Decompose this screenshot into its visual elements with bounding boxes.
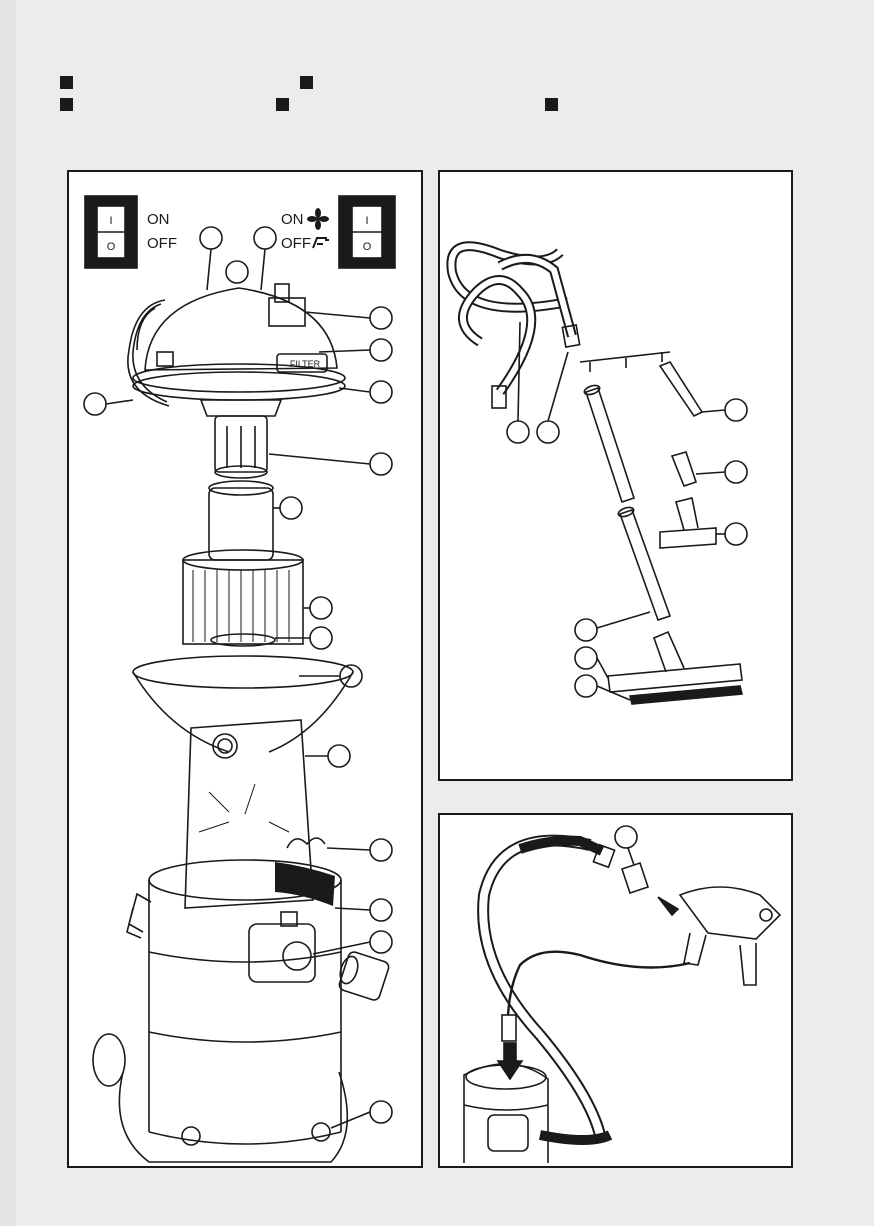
exploded-view-drawing: I O ON OFF I O ON OFF FILTER	[69, 172, 421, 1166]
power-tool-panel	[438, 813, 793, 1168]
page-margin-strip	[0, 0, 16, 1226]
exploded-view-panel: I O ON OFF I O ON OFF FILTER	[67, 170, 423, 1168]
fan-switch-off-symbol: O	[363, 241, 372, 253]
switch-on-symbol: I	[109, 215, 112, 227]
filter-label: FILTER	[290, 359, 321, 369]
accessories-panel	[438, 170, 793, 781]
switch-off-symbol: O	[107, 241, 116, 253]
tool-adapter	[622, 863, 648, 893]
dust-funnel	[133, 656, 353, 688]
connect-arrow	[658, 897, 678, 915]
power-tool-drawing	[440, 815, 791, 1166]
vacuum-partial	[464, 1064, 548, 1163]
fan-switch-on-symbol: I	[365, 215, 368, 227]
upholstery-nozzle	[660, 528, 716, 548]
container-clips	[287, 838, 325, 848]
motor-head	[145, 288, 337, 370]
round-adapter	[672, 452, 696, 486]
fan-icon	[307, 208, 329, 230]
power-drill-body	[680, 887, 780, 939]
suction-port	[249, 924, 315, 982]
blow-icon	[313, 238, 329, 248]
legend-square	[545, 98, 558, 111]
extension-tube-upper	[586, 388, 634, 502]
switch-on-label: ON	[147, 211, 170, 228]
accessories-drawing	[440, 172, 791, 779]
legend-square	[60, 76, 73, 89]
fan-on-label: ON	[281, 211, 304, 228]
legend-square	[300, 76, 313, 89]
cartridge-filter	[183, 560, 303, 644]
crevice-nozzle	[660, 362, 702, 416]
container-body	[149, 880, 341, 1132]
caster-base	[119, 1072, 347, 1162]
adapter-nozzle	[338, 950, 390, 1001]
legend-square	[60, 98, 73, 111]
legend-square	[276, 98, 289, 111]
extension-tube-lower	[620, 510, 670, 620]
foam-filter	[209, 488, 273, 560]
switch-off-label: OFF	[147, 235, 177, 252]
fan-off-label: OFF	[281, 235, 311, 252]
plug	[502, 1015, 516, 1041]
